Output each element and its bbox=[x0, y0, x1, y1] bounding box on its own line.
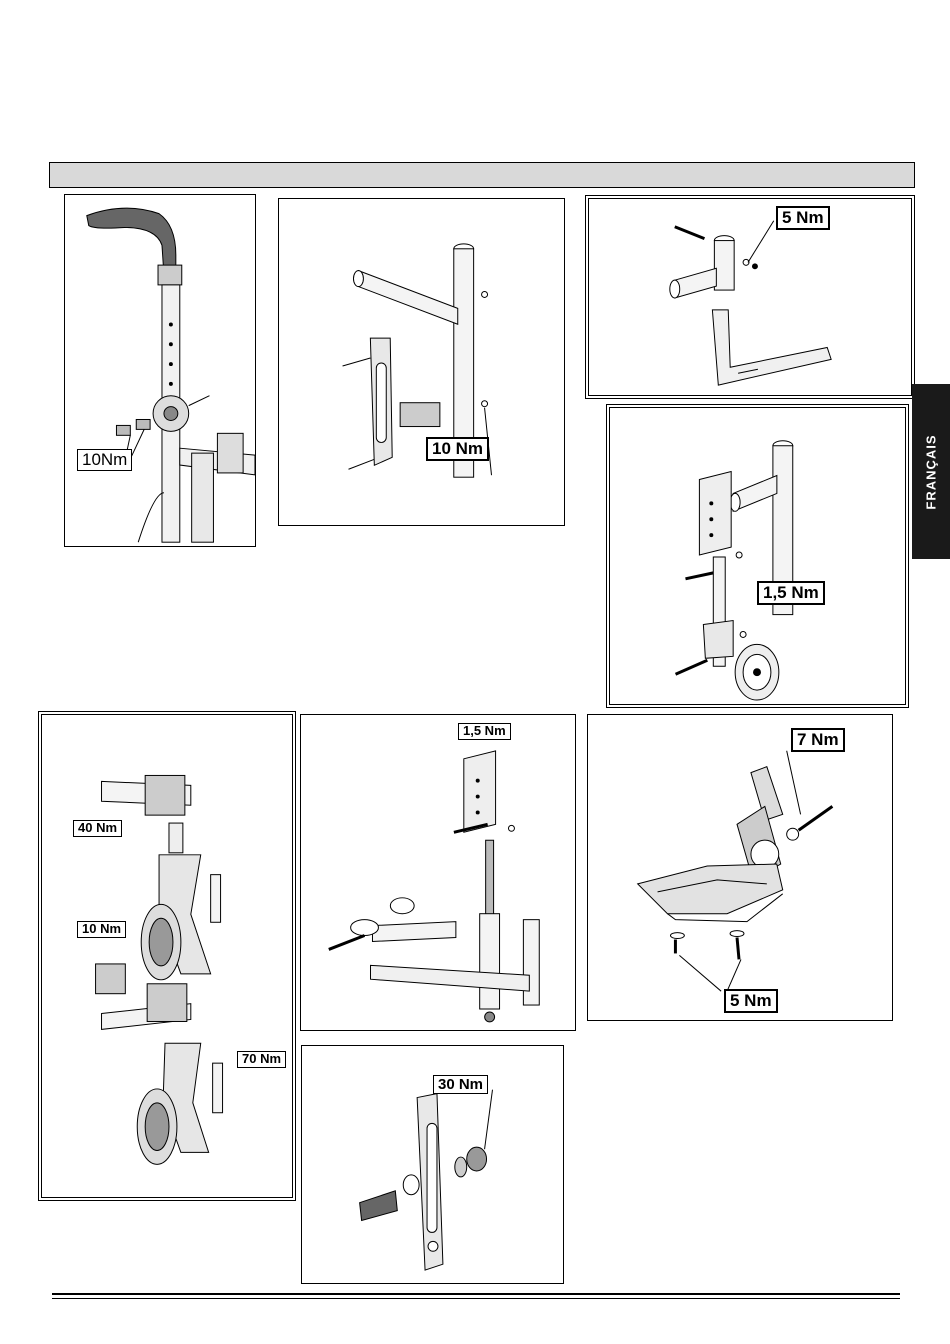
figure-push-handle: 10Nm bbox=[64, 194, 256, 547]
footer-rule bbox=[52, 1293, 900, 1295]
torque-label-anti-tipper: 1,5 Nm bbox=[757, 581, 825, 605]
figure-side-plate: 30 Nm bbox=[301, 1045, 564, 1284]
torque-label-armrest-frame: 10 Nm bbox=[426, 437, 489, 461]
castor-assembly-drawing bbox=[42, 715, 292, 1197]
cross-tube-drawing bbox=[589, 199, 911, 395]
torque-label-footplate-screws: 5 Nm bbox=[724, 989, 778, 1013]
language-tab-label: FRANÇAIS bbox=[924, 434, 939, 509]
anti-tipper-drawing bbox=[610, 408, 905, 704]
figure-armrest-frame: 10 Nm bbox=[278, 198, 565, 526]
language-tab: FRANÇAIS bbox=[912, 384, 950, 559]
torque-label-castor-clamp: 10 Nm bbox=[77, 921, 126, 938]
footplate-drawing bbox=[588, 715, 892, 1020]
figure-footplate: 7 Nm 5 Nm bbox=[587, 714, 893, 1021]
torque-label-footplate-bolt: 7 Nm bbox=[791, 728, 845, 752]
torque-label-castor-fork-top: 40 Nm bbox=[73, 820, 122, 837]
torque-label-cross-tube: 5 Nm bbox=[776, 206, 830, 230]
figure-castor-assembly: 40 Nm 10 Nm 70 Nm bbox=[41, 714, 293, 1198]
footer-rule-thin bbox=[52, 1298, 900, 1299]
figure-cross-tube: 5 Nm bbox=[588, 198, 912, 396]
torque-label-push-handle: 10Nm bbox=[77, 449, 132, 471]
figure-suspension: 1,5 Nm bbox=[300, 714, 576, 1031]
section-header-bar bbox=[49, 162, 915, 188]
torque-label-castor-axle: 70 Nm bbox=[237, 1051, 286, 1068]
push-handle-drawing bbox=[65, 195, 255, 546]
armrest-frame-drawing bbox=[279, 199, 564, 525]
torque-label-suspension: 1,5 Nm bbox=[458, 723, 511, 740]
suspension-drawing bbox=[301, 715, 575, 1030]
figure-anti-tipper: 1,5 Nm bbox=[609, 407, 906, 705]
torque-label-side-plate: 30 Nm bbox=[433, 1075, 488, 1094]
